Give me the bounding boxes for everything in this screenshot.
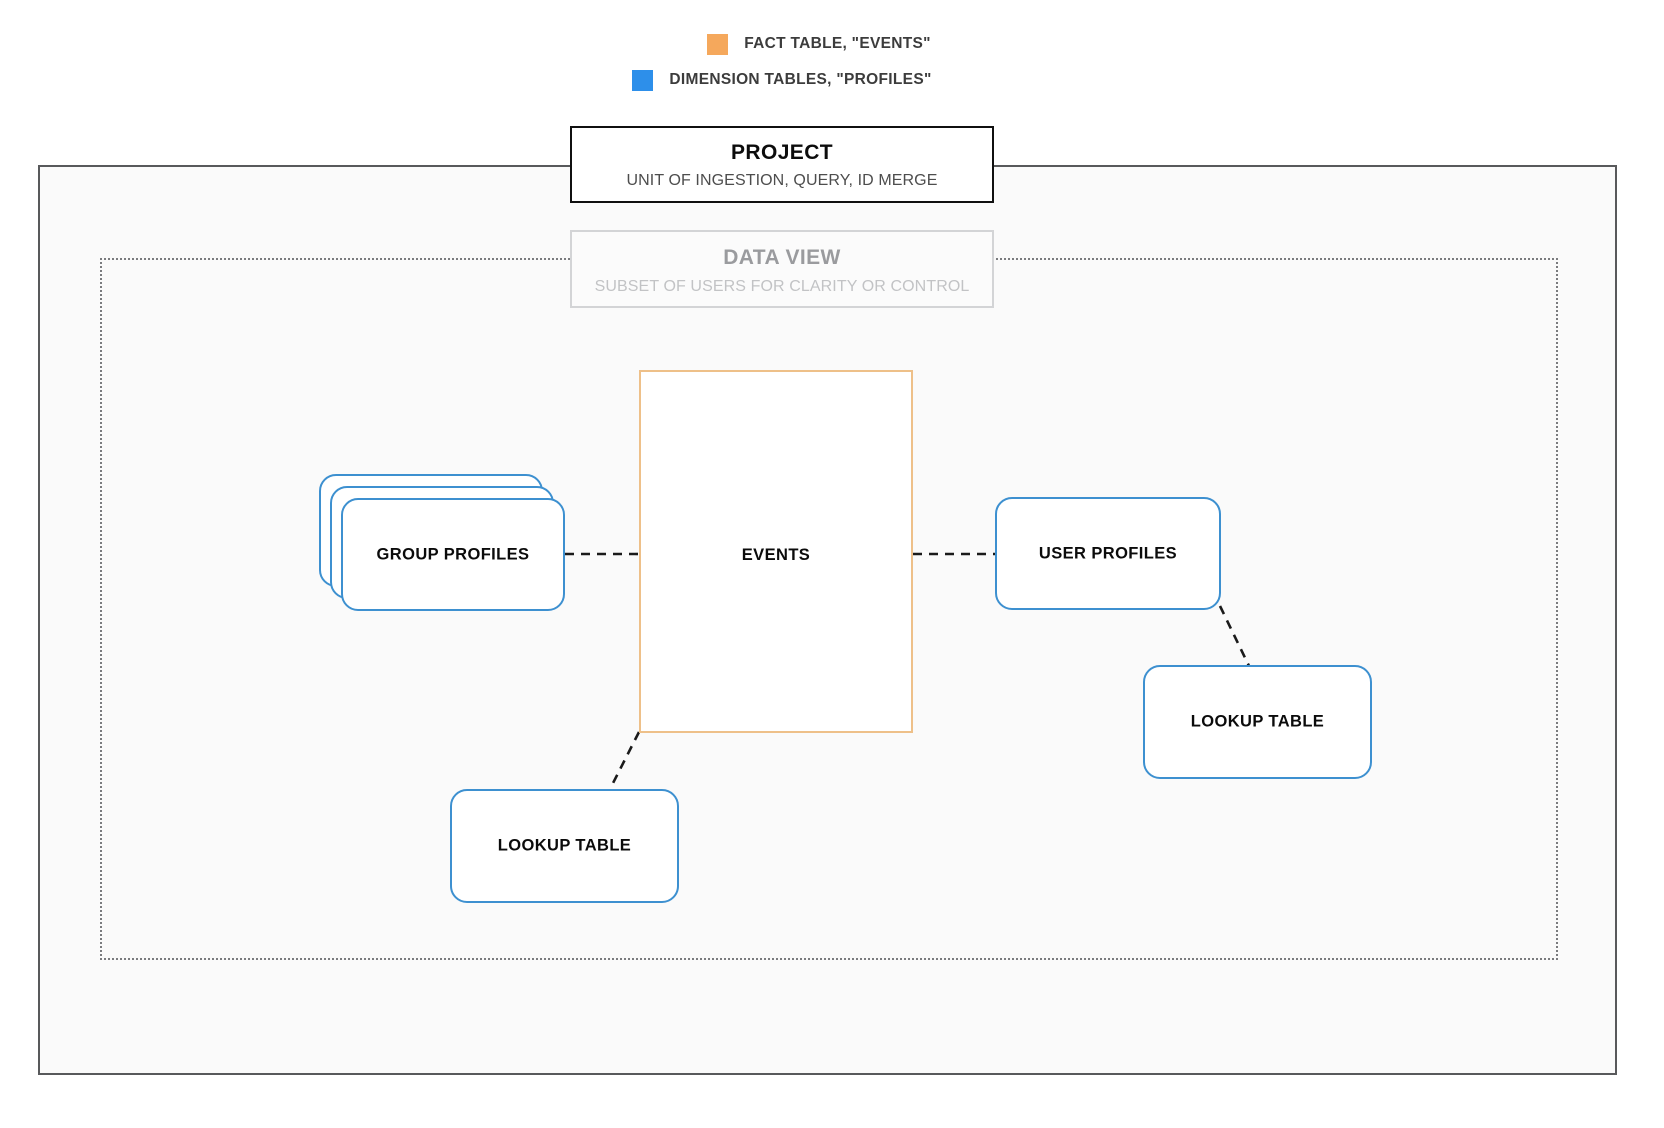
node-lookup-table-left[interactable]: LOOKUP TABLE: [450, 789, 679, 903]
square-swatch-icon: [632, 69, 654, 91]
node-lookup-table-left-label: LOOKUP TABLE: [497, 836, 632, 855]
node-user-profiles[interactable]: USER PROFILES: [995, 497, 1221, 610]
node-user-profiles-label: USER PROFILES: [1038, 544, 1178, 562]
data-view-subtitle: SUBSET OF USERS FOR CLARITY OR CONTROL: [594, 278, 970, 295]
project-subtitle: UNIT OF INGESTION, QUERY, ID MERGE: [626, 172, 938, 189]
project-title: PROJECT: [731, 141, 833, 164]
data-view-title: DATA VIEW: [723, 246, 841, 269]
node-lookup-table-right-label: LOOKUP TABLE: [1190, 712, 1325, 731]
node-group-profiles-label: GROUP PROFILES: [376, 545, 530, 563]
legend-item-label: DIMENSION TABLES, "PROFILES": [669, 71, 932, 88]
legend: FACT TABLE, "EVENTS" DIMENSION TABLES, "…: [0, 26, 1664, 98]
data-view-label-box: DATA VIEW SUBSET OF USERS FOR CLARITY OR…: [570, 230, 994, 308]
legend-item-dimension-tables: DIMENSION TABLES, "PROFILES": [0, 62, 1664, 98]
node-lookup-table-right[interactable]: LOOKUP TABLE: [1143, 665, 1372, 779]
square-swatch-icon: [707, 33, 729, 55]
node-group-profiles[interactable]: GROUP PROFILES: [341, 498, 565, 611]
legend-item-label: FACT TABLE, "EVENTS": [744, 35, 931, 52]
legend-item-fact-table: FACT TABLE, "EVENTS": [0, 26, 1664, 62]
project-label-box: PROJECT UNIT OF INGESTION, QUERY, ID MER…: [570, 126, 994, 203]
node-events-label: EVENTS: [741, 546, 811, 564]
node-events[interactable]: EVENTS: [639, 370, 913, 733]
